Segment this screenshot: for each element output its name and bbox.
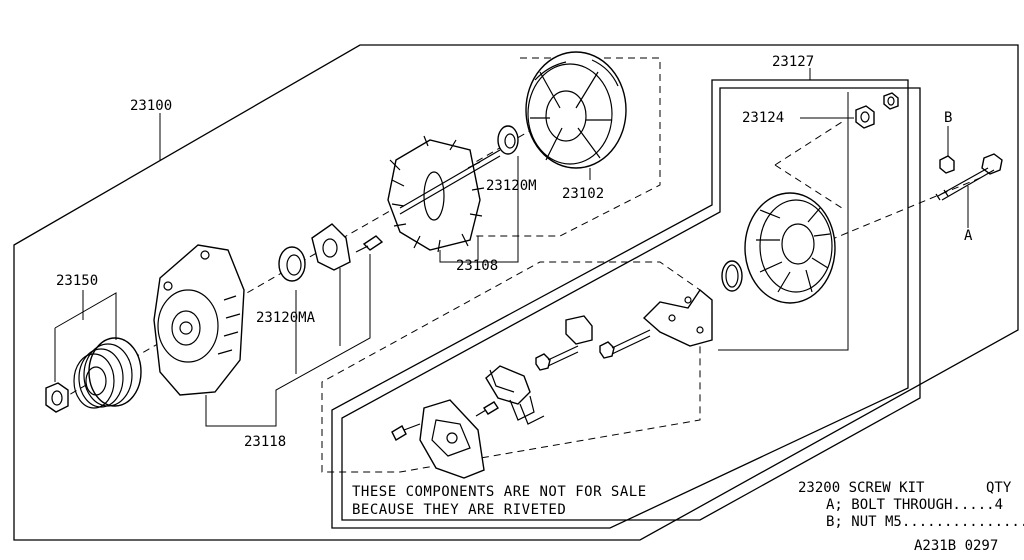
diode-bolt-icon	[599, 329, 651, 359]
retainer-screw-icon	[355, 235, 384, 253]
o-ring-icon	[721, 260, 743, 292]
nut-icon	[855, 92, 899, 129]
rear-cover-projection	[774, 119, 981, 241]
label-front-bearing: 23120MA	[256, 310, 316, 326]
pulley-icon	[73, 337, 142, 409]
rear-cover-icon	[744, 192, 836, 304]
note-line-1: THESE COMPONENTS ARE NOT FOR SALE	[352, 484, 647, 500]
label-nut: 23124	[742, 110, 784, 126]
note-line-2: BECAUSE THEY ARE RIVETED	[352, 502, 566, 518]
front-bearing-icon	[278, 246, 306, 282]
regulator-bolt-icon	[535, 345, 579, 371]
pulley-nut-icon	[45, 382, 69, 413]
stator-group-boundary	[470, 57, 661, 237]
rear-bearing-icon	[497, 125, 519, 155]
rear-cover-frame	[331, 79, 909, 529]
front-bearing-leader	[295, 268, 341, 374]
screw-kit-title: 23200 SCREW KIT	[798, 480, 925, 496]
pulley-leader	[54, 290, 117, 382]
nut-leader	[718, 92, 854, 351]
rectifier-cover-icon	[419, 399, 485, 479]
riveted-components-boundary	[321, 261, 701, 473]
rotor-leader	[439, 156, 519, 263]
m5-nut-icon	[939, 155, 955, 174]
screw-kit-qty-header: QTY	[986, 480, 1012, 496]
through-bolt-icon	[935, 153, 1003, 201]
screw-kit-row-a: A; BOLT THROUGH.....4	[826, 497, 1003, 513]
brush-screw-icon	[475, 401, 499, 417]
label-assembly: 23100	[130, 98, 172, 114]
label-pulley: 23150	[56, 273, 98, 289]
bearing-retainer-icon	[311, 223, 351, 271]
screw-kit-row-b: B; NUT M5..................5	[826, 514, 1024, 530]
label-rear-cover: 23127	[772, 54, 814, 70]
label-stator: 23102	[562, 186, 604, 202]
rear-cover-inner-frame	[341, 87, 921, 521]
stator-icon	[525, 51, 627, 169]
rotor-icon	[387, 135, 501, 253]
ic-regulator-icon	[565, 315, 593, 345]
front-case-leader	[205, 254, 371, 427]
label-rotor: 23108	[456, 258, 498, 274]
label-callout-b: B	[944, 110, 952, 126]
cover-screw-icon	[391, 423, 421, 441]
label-callout-a: A	[964, 228, 973, 244]
diode-plate-icon	[642, 288, 713, 347]
label-rear-bearing: 23120M	[486, 178, 537, 194]
figure-code: A231B 0297	[914, 538, 998, 554]
assembly-frame	[13, 44, 1019, 541]
brush-holder-icon	[485, 365, 545, 425]
front-case-icon	[153, 244, 245, 396]
label-front-case: 23118	[244, 434, 286, 450]
